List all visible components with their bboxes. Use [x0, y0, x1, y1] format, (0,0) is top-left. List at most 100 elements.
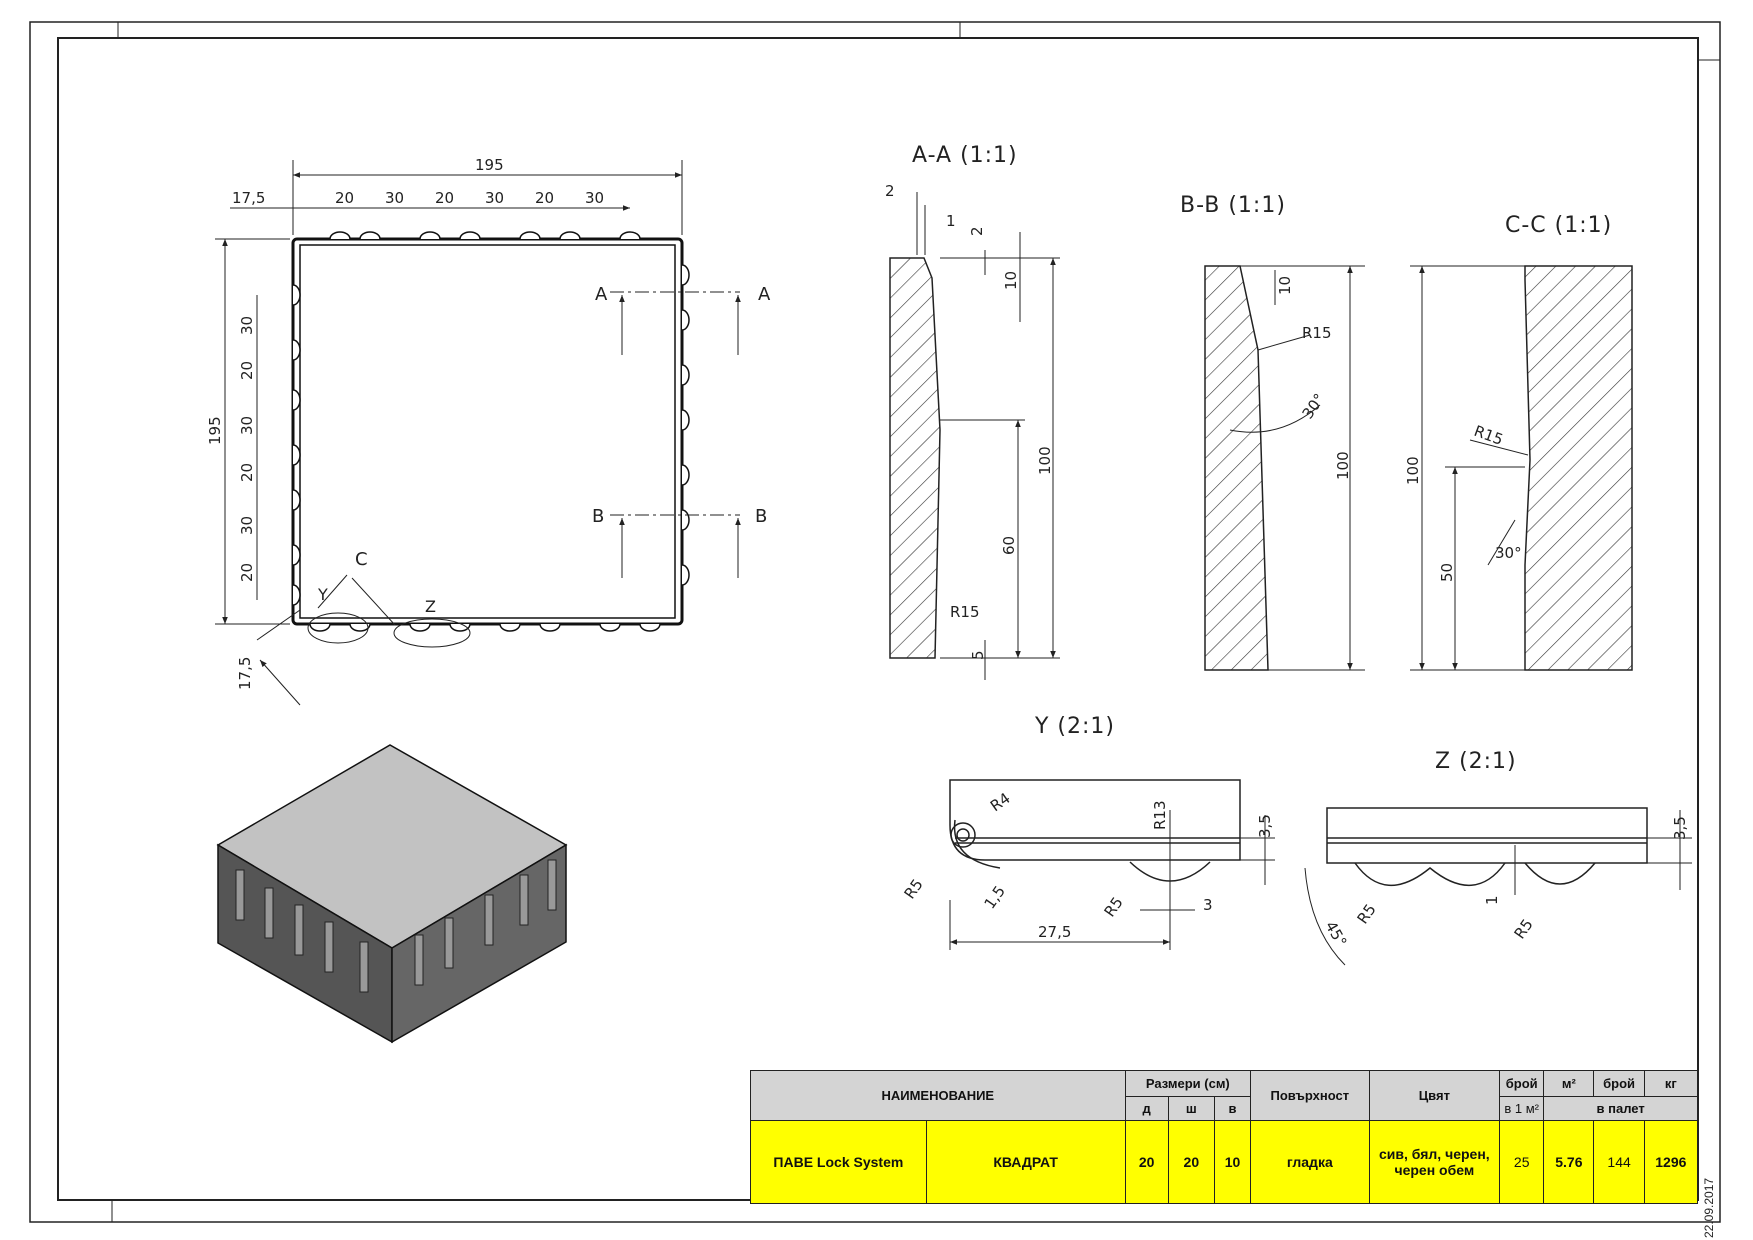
surface: гладка: [1250, 1120, 1370, 1204]
detail-label-y: Y: [317, 585, 328, 604]
plan-top-dim-labels: 17,5 20 30 20 30 20 30: [232, 189, 604, 207]
dim-label: R5: [901, 876, 927, 903]
header-d: д: [1124, 1096, 1169, 1121]
detail-z: Z (2:1) 3,5 45° R5 1 R5: [1304, 749, 1692, 966]
header-name: НАИМЕНОВАНИЕ: [750, 1070, 1126, 1121]
dim-label: R4: [987, 789, 1014, 815]
dim-label: 60: [1000, 536, 1018, 555]
dim-label: R5: [1511, 916, 1537, 943]
detail-y-outline: [949, 779, 1241, 882]
dim-label: 30°: [1495, 544, 1522, 562]
plan-top-dimensions: [230, 160, 683, 235]
size-sh: 20: [1167, 1120, 1215, 1204]
dim-label: 20: [238, 563, 256, 582]
plan-left-dim-labels: 30 20 30 20 30 20: [238, 316, 256, 582]
section-aa-dims: [916, 192, 1060, 680]
header-count: брой: [1499, 1070, 1545, 1097]
detail-z-outline: [1326, 807, 1648, 886]
dim-label: 20: [335, 189, 354, 207]
dim-label: 30: [238, 416, 256, 435]
dim-label: R15: [950, 603, 980, 621]
size-v: 10: [1213, 1120, 1252, 1204]
dim-label: 50: [1438, 563, 1456, 582]
plan-left-total: 195: [206, 416, 224, 445]
plan-outline: [291, 237, 684, 626]
section-label-b-right: B: [755, 506, 767, 527]
dim-label: 30: [238, 516, 256, 535]
section-bb-dims: [1229, 265, 1365, 671]
section-aa: A-A (1:1) 2 1 2 10 100 60 R15 5: [885, 143, 1060, 680]
header-m2: м²: [1543, 1070, 1595, 1097]
section-cc-dims: [1410, 265, 1529, 671]
dim-label: 17,5: [232, 189, 265, 207]
dim-label: R5: [1101, 894, 1127, 921]
dim-label: 10: [1002, 271, 1020, 290]
kg-per-pallet: 1296: [1643, 1120, 1699, 1204]
detail-z-dims: [1304, 810, 1692, 966]
header-color: Цвят: [1368, 1070, 1501, 1121]
section-cc-title: C-C (1:1): [1505, 213, 1612, 238]
m2-per-pallet: 5.76: [1543, 1120, 1595, 1204]
dim-label: R15: [1472, 422, 1506, 449]
header-kg: кг: [1643, 1070, 1699, 1097]
dim-label: 20: [535, 189, 554, 207]
title-block-table: НАИМЕНОВАНИЕ Размери (см) Повърхност Цвя…: [750, 1070, 1699, 1204]
detail-label-z: Z: [425, 597, 436, 616]
header-sizes: Размери (см): [1124, 1070, 1252, 1097]
detail-y-dims: [949, 810, 1275, 950]
section-aa-title: A-A (1:1): [912, 143, 1018, 168]
header-pallet-count: брой: [1593, 1070, 1645, 1097]
dim-label: 30: [485, 189, 504, 207]
isometric-grooves: [235, 859, 557, 993]
dim-label: 100: [1334, 451, 1352, 480]
section-bb: B-B (1:1) 10 R15 30° 100: [1180, 193, 1365, 671]
dim-label: 1: [946, 212, 956, 230]
dim-label: 10: [1276, 276, 1294, 295]
plan-view: 195 17,5 20 30 20 30 20 30 195 30 20 30 …: [206, 156, 771, 706]
dim-label: 30: [385, 189, 404, 207]
colors: сив, бял, черен, черен обем: [1368, 1120, 1501, 1204]
dim-label: 3,5: [1671, 816, 1689, 840]
dim-label: 45°: [1322, 918, 1351, 950]
section-label-c: C: [355, 549, 368, 570]
dim-label: 30: [238, 316, 256, 335]
pieces-per-pallet: 144: [1593, 1120, 1645, 1204]
dim-label: 2: [968, 226, 986, 236]
date-text: 22.09.2017: [1702, 1177, 1716, 1238]
dim-label: 2: [885, 182, 895, 200]
isometric-view: [216, 744, 568, 1044]
header-sh: ш: [1167, 1096, 1215, 1121]
size-d: 20: [1124, 1120, 1169, 1204]
section-bb-title: B-B (1:1): [1180, 193, 1286, 218]
dim-label: 5: [969, 650, 987, 660]
dim-label: 100: [1036, 446, 1054, 475]
dim-label: 20: [238, 463, 256, 482]
product-shape: КВАДРАТ: [925, 1120, 1126, 1204]
plan-bottom-offset: 17,5: [236, 657, 254, 690]
plan-left-dimensions: [215, 238, 290, 625]
dim-label: 20: [435, 189, 454, 207]
header-count-sub: в 1 м²: [1499, 1096, 1545, 1121]
dim-label: 1: [1483, 895, 1501, 905]
dim-label: 1,5: [981, 882, 1009, 912]
dim-label: 30: [585, 189, 604, 207]
header-surface: Повърхност: [1250, 1070, 1370, 1121]
dim-label: 100: [1404, 456, 1422, 485]
section-markers: [307, 291, 741, 648]
detail-y: Y (2:1) R4 R13 3,5 R5 1,5 R5 3 27,5: [901, 714, 1275, 950]
dim-label: R15: [1302, 324, 1332, 342]
section-label-a-right: A: [758, 284, 771, 305]
dim-label: 27,5: [1038, 923, 1071, 941]
dim-label: 3: [1203, 896, 1213, 914]
section-label-a-left: A: [595, 284, 608, 305]
date-stamp: 22.09.2017: [1700, 1177, 1720, 1240]
product-name: ПАВЕ Lock System: [750, 1120, 927, 1204]
detail-z-title: Z (2:1): [1435, 749, 1517, 774]
dim-label: R5: [1354, 901, 1380, 928]
dim-label: 20: [238, 361, 256, 380]
header-v: в: [1213, 1096, 1252, 1121]
section-cc: C-C (1:1) 100 R15 50 30°: [1404, 213, 1633, 671]
plan-spacer-nubs: [292, 231, 690, 632]
header-pallet: в палет: [1543, 1096, 1698, 1121]
